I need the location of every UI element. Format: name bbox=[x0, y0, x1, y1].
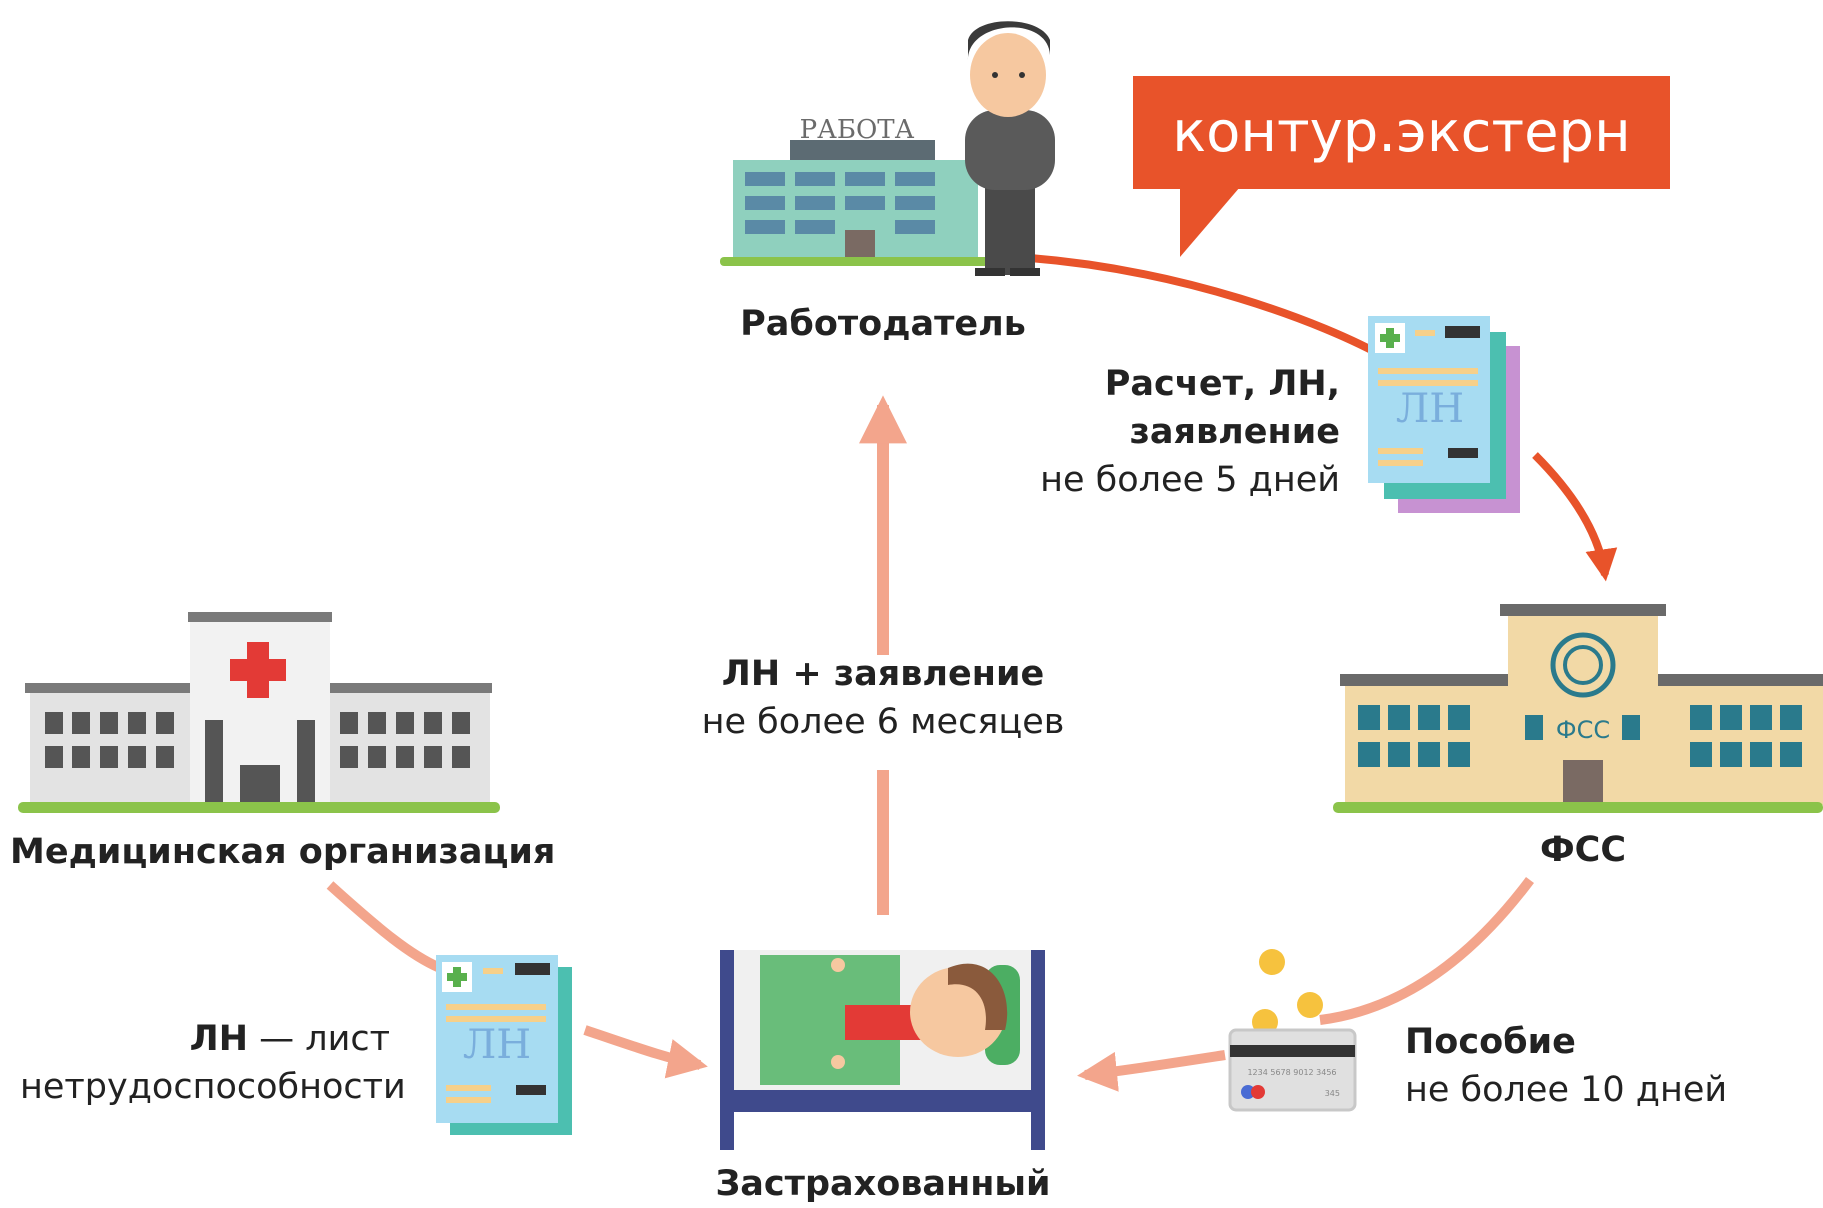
insured-to-employer-title: ЛН + заявление bbox=[721, 654, 1045, 694]
fss-sign: ФСС bbox=[1556, 716, 1610, 744]
sick-leave-rest: — лист bbox=[248, 1019, 390, 1059]
sick-leave-abbr: ЛН bbox=[189, 1019, 248, 1059]
benefit-title: Пособие bbox=[1405, 1022, 1576, 1062]
employer-building: РАБОТА bbox=[720, 115, 1020, 266]
sick-leave-mark: ЛН bbox=[1396, 386, 1464, 432]
fss-building: ФСС bbox=[1333, 604, 1823, 813]
employer-to-fss-term: не более 5 дней bbox=[1040, 460, 1340, 500]
employer-person-icon bbox=[965, 21, 1055, 276]
employer-sign: РАБОТА bbox=[800, 115, 915, 145]
insured-label: Застрахованный bbox=[715, 1164, 1051, 1204]
arrow-medical-to-insured bbox=[326, 881, 443, 973]
sick-leave-definition: нетрудоспособности bbox=[20, 1067, 406, 1107]
medical-to-insured-caption: ЛН — лист нетрудоспособности bbox=[20, 1015, 406, 1111]
employer-to-fss-title-2: заявление bbox=[1129, 412, 1340, 452]
arrow-employer-to-fss bbox=[1029, 254, 1392, 364]
benefit-term: не более 10 дней bbox=[1405, 1070, 1728, 1110]
speech-bubble-tail bbox=[1180, 187, 1240, 257]
medical-label: Медицинская организация bbox=[10, 832, 556, 872]
employer-label: Работодатель bbox=[740, 304, 1026, 344]
insured-bed-icon bbox=[720, 950, 1045, 1150]
fss-label: ФСС bbox=[1539, 830, 1627, 870]
card-code: 345 bbox=[1325, 1089, 1340, 1098]
documents-stack-icon: ЛН bbox=[1368, 316, 1520, 513]
arrow-fss-to-insured bbox=[1319, 876, 1534, 1025]
arrow-fss-to-insured-tail bbox=[1077, 1050, 1226, 1092]
card-number: 1234 5678 9012 3456 bbox=[1247, 1068, 1336, 1077]
sick-leave-mark-2: ЛН bbox=[463, 1022, 531, 1068]
brand-speech-bubble: контур.экстерн bbox=[1133, 76, 1670, 189]
sick-leave-document-icon: ЛН bbox=[436, 955, 572, 1135]
arrow-medical-to-insured-tail bbox=[583, 1025, 708, 1079]
insured-to-employer-caption: ЛН + заявление не более 6 месяцев bbox=[683, 650, 1083, 746]
medical-building bbox=[18, 612, 500, 813]
insured-to-employer-term: не более 6 месяцев bbox=[701, 702, 1065, 742]
employer-to-fss-title-1: Расчет, ЛН, bbox=[1104, 364, 1340, 404]
arrow-employer-to-fss-tail bbox=[1532, 452, 1618, 582]
payment-card-icon: 1234 5678 9012 3456 345 bbox=[1228, 949, 1357, 1112]
employer-to-fss-caption: Расчет, ЛН, заявление не более 5 дней bbox=[1040, 360, 1340, 504]
brand-logo: контур.экстерн bbox=[1172, 100, 1631, 165]
fss-to-insured-caption: Пособие не более 10 дней bbox=[1405, 1018, 1805, 1114]
